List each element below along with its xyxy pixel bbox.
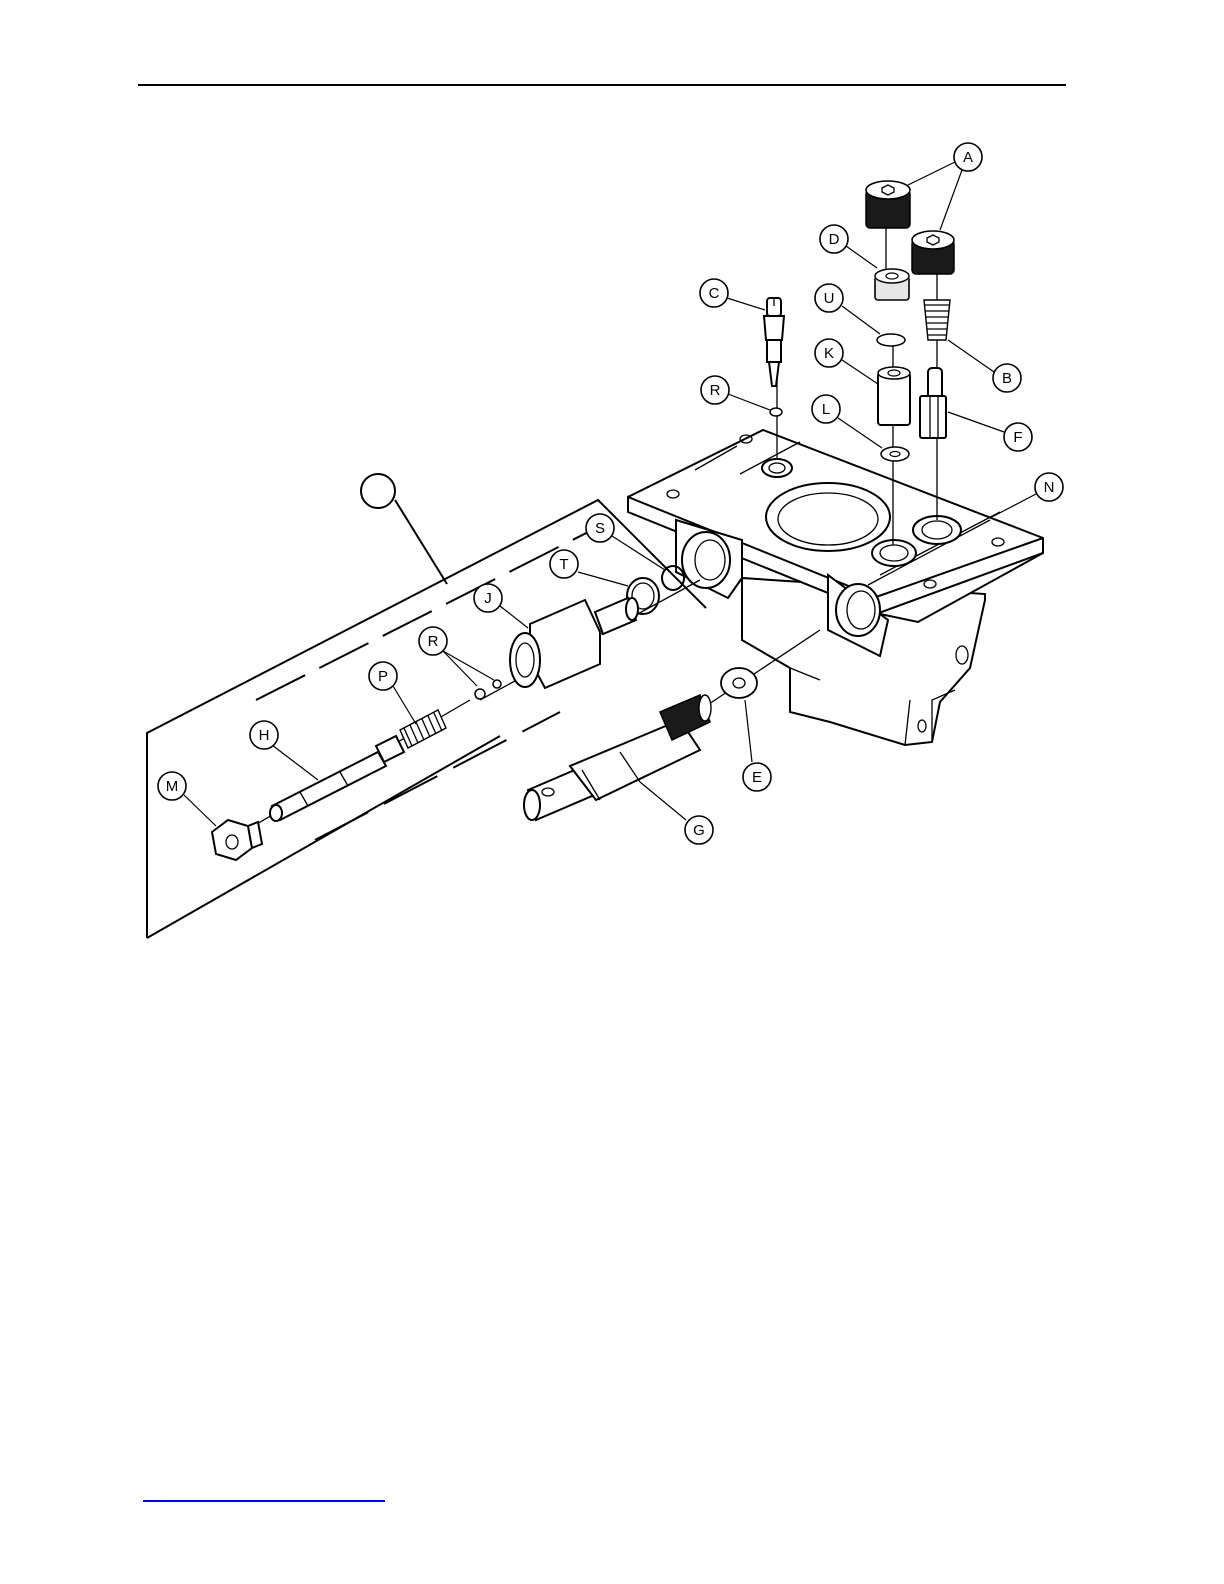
svg-text:H: H [259,727,270,744]
svg-text:M: M [166,778,179,795]
svg-text:P: P [378,668,388,685]
svg-text:R: R [710,382,721,399]
callout-f: F [1004,423,1032,451]
guide-pin [920,368,946,438]
svg-text:G: G [693,822,705,839]
valve-housing [628,430,1043,745]
svg-text:K: K [824,345,834,362]
svg-text:C: C [709,285,720,302]
washer-r-b [493,680,501,688]
spring-horizontal [400,710,446,748]
svg-text:L: L [822,401,830,418]
svg-text:T: T [559,556,568,573]
callout-n: N [1035,473,1063,501]
svg-text:J: J [484,590,492,607]
needle-valve [764,298,784,386]
svg-text:U: U [824,290,835,307]
callout-r-lower: R [419,627,447,655]
callout-p: P [369,662,397,690]
plug-upper [866,181,910,228]
callout-k: K [815,339,843,367]
callout-e: E [743,763,771,791]
svg-text:R: R [428,633,439,650]
svg-text:A: A [963,149,973,166]
callout-a: A [954,143,982,171]
detail-marker [361,474,395,508]
callout-u: U [815,284,843,312]
svg-text:N: N [1044,479,1055,496]
spool [270,736,404,821]
washer-r-upper [770,408,782,416]
callout-d: D [820,225,848,253]
callout-h: H [250,721,278,749]
inset-boundary [147,474,706,938]
svg-text:E: E [752,769,762,786]
callout-l: L [812,395,840,423]
callout-b: B [993,364,1021,392]
cartridge-body [510,598,638,688]
callout-j: J [474,584,502,612]
svg-text:F: F [1013,429,1022,446]
callout-r-upper: R [701,376,729,404]
spring-vertical [924,300,950,340]
callout-c: C [700,279,728,307]
adjuster-shaft [524,695,711,820]
callout-t: T [550,550,578,578]
callout-s: S [586,514,614,542]
callout-m: M [158,772,186,800]
plug-lower [912,231,954,274]
svg-text:S: S [595,520,605,537]
washer-large [721,668,757,698]
disc [877,334,905,346]
hex-nut [212,820,262,860]
washer-r-a [475,689,485,699]
spacer [875,269,909,300]
svg-text:D: D [829,231,840,248]
washer-small [881,447,909,461]
svg-text:B: B [1002,370,1012,387]
o-ring-s [662,566,684,590]
sleeve [878,367,910,425]
callout-g: G [685,816,713,844]
